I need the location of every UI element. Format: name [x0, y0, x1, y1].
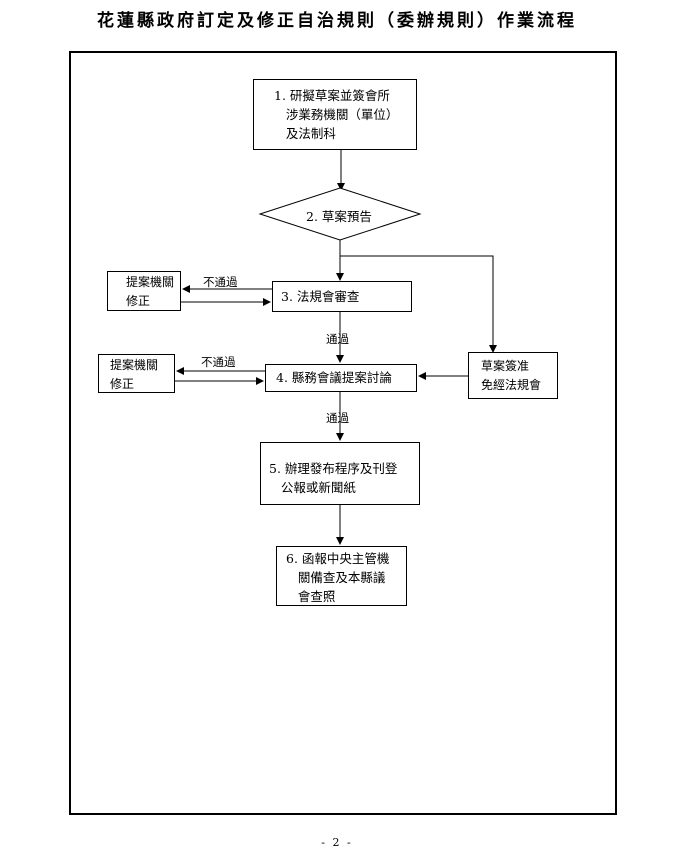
revise-box-1: 提案機關 修正: [107, 271, 181, 311]
revise-box-2: 提案機關 修正: [98, 354, 175, 393]
page-title: 花蓮縣政府訂定及修正自治規則（委辦規則）作業流程: [97, 11, 577, 31]
label-pass-2: 通過: [326, 411, 349, 425]
flowchart-frame: [69, 51, 617, 815]
step6-box: 6. 函報中央主管機 關備查及本縣議 會查照: [276, 546, 407, 606]
step1-text: 1. 研擬草案並簽會所 涉業務機關（單位） 及法制科: [274, 88, 399, 141]
step5-text: 5. 辦理發布程序及刊登 公報或新聞紙: [269, 461, 398, 495]
exempt-box-text: 草案簽准 免經法規會: [481, 359, 542, 392]
label-fail-2: 不通過: [201, 355, 236, 369]
arrow-to-exempt: [340, 255, 497, 353]
exempt-box: 草案簽准 免經法規會: [468, 352, 558, 399]
page-number: - 2 -: [321, 836, 353, 849]
label-pass-1: 通過: [326, 332, 349, 346]
step4-text: 4. 縣務會議提案討論: [276, 370, 392, 385]
step5-box: 5. 辦理發布程序及刊登 公報或新聞紙: [260, 442, 420, 505]
revise-box-2-text: 提案機關 修正: [110, 358, 159, 391]
step3-text: 3. 法規會審查: [281, 289, 360, 304]
step4-box: 4. 縣務會議提案討論: [265, 364, 417, 392]
step6-text: 6. 函報中央主管機 關備查及本縣議 會查照: [286, 551, 390, 604]
label-fail-1: 不通過: [203, 275, 238, 289]
step3-box: 3. 法規會審查: [272, 281, 412, 312]
revise-box-1-text: 提案機關 修正: [126, 275, 175, 308]
step1-box: 1. 研擬草案並簽會所 涉業務機關（單位） 及法制科: [253, 79, 417, 150]
step2-text: 2. 草案預告: [306, 209, 372, 224]
